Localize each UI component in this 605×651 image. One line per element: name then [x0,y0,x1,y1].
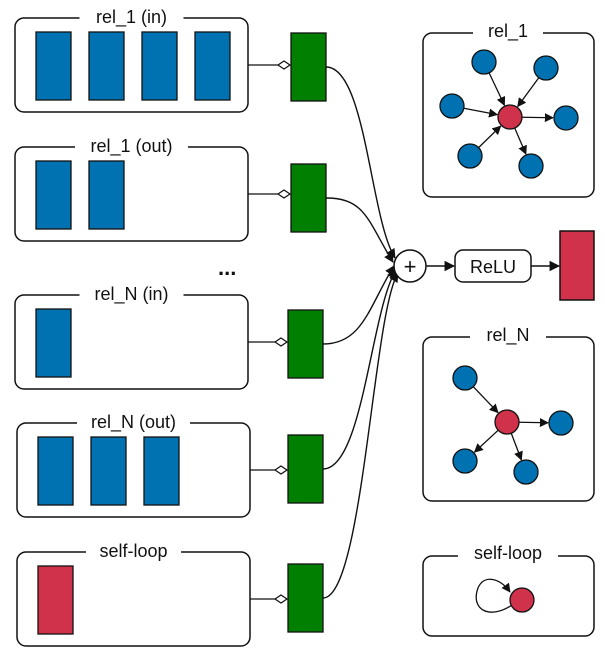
self-loop-edge [475,578,513,613]
feature-vector [194,31,231,101]
feature-vector [35,160,72,230]
weight-matrix [290,32,327,102]
neighbor-node [548,410,574,436]
sum-node: + [393,249,427,283]
weight-matrix [287,434,324,504]
relu-block: ReLU [454,249,532,283]
graph-rel-1: rel_1 [422,21,595,198]
relu-label: ReLU [470,257,516,277]
graph-edge [473,429,499,453]
edge-to-sum [322,265,395,345]
neighbor-node [533,55,559,81]
graph-edge [518,418,549,428]
neighbor-node [452,365,478,391]
neighbor-node [513,459,539,485]
group-rel-1-out-: rel_1 (out) [14,135,327,242]
feature-vector [88,160,125,230]
graph-rel-n: rel_N [422,325,595,502]
neighbor-node [471,49,497,75]
weight-matrix [290,163,327,233]
graph-rel-n-label: rel_N [486,325,529,346]
neighbor-node [457,143,483,169]
ellipsis: ... [218,255,236,280]
group-label: rel_N (out) [91,412,176,433]
group-label: rel_1 (out) [90,136,172,157]
group-rel-n-out-: rel_N (out) [16,411,324,518]
weight-matrix [287,309,324,379]
graph-edge [463,107,499,118]
graph-edge [521,113,554,123]
edge-to-sum [325,66,396,259]
graph-rel-1-label: rel_1 [488,21,528,42]
graph-edge [514,127,527,155]
group-rel-n-in-: rel_N (in) [14,283,324,390]
output-feature [559,230,595,301]
feature-vector [143,436,180,506]
feature-vector [37,436,74,506]
feature-vector [90,436,127,506]
edge-to-sum [322,269,397,470]
diamond-icon [273,465,289,475]
self-loop-node [509,587,535,613]
graph-edge [472,386,499,414]
group-label: self-loop [99,541,167,561]
neighbor-node [518,153,544,179]
graph-edge [517,77,540,108]
relation-groups: rel_1 (in) rel_1 (out) rel_N (in) rel_N (ou… [14,6,327,647]
group-label: rel_1 (in) [96,7,167,28]
group-label: rel_N (in) [94,284,168,305]
neighbor-node [452,448,478,474]
feature-vector [35,31,72,101]
diamond-icon [273,594,289,604]
graph-rel-1-nodes [439,49,579,179]
group-self-loop: self-loop [16,540,324,647]
feature-vector [88,31,125,101]
edge-to-sum [325,197,394,263]
feature-vector [141,31,178,101]
graph-edge [510,432,523,461]
aggregation-edges [322,66,399,599]
center-node [494,409,520,435]
diamond-icon [273,337,289,347]
feature-vector [37,565,74,635]
feature-vector [35,308,72,378]
center-node [497,104,523,130]
graph-self-loop-label: self-loop [474,543,542,563]
group-rel-1-in-: rel_1 (in) [14,6,327,113]
graph-edge [478,125,502,149]
diamond-icon [276,60,292,70]
neighbor-node [439,93,465,119]
neighbor-node [553,105,579,131]
diamond-icon [276,189,292,199]
graph-edge [488,72,506,107]
edge-to-sum [322,272,399,599]
weight-matrix [287,563,324,633]
graph-self-loop: self-loop [422,543,595,637]
sum-symbol: + [404,254,417,279]
graph-rel-n-nodes [452,365,574,485]
